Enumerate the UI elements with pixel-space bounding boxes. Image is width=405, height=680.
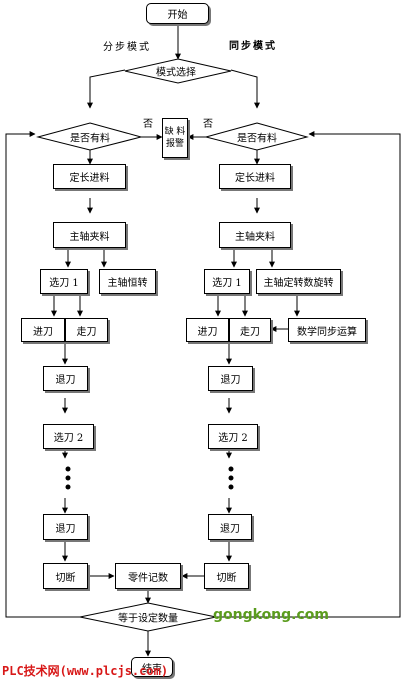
part-count-label: 零件记数 (128, 572, 168, 584)
left-select-tool-2-box: 选刀 2 (43, 424, 94, 449)
right-fixed-feed-label: 定长进料 (235, 173, 275, 184)
right-select-tool-1-label: 选刀 1 (212, 278, 242, 289)
spindle-constant-rotation-box: 主轴恒转 (99, 269, 156, 294)
left-spindle-clamp-box: 主轴夹料 (53, 222, 126, 248)
equals-set-quantity-label: 等于设定数量 (118, 613, 178, 625)
part-count-box: 零件记数 (115, 563, 181, 589)
left-has-material-label: 是否有料 (70, 133, 110, 145)
right-dot-1 (228, 466, 234, 472)
right-fixed-feed-box: 定长进料 (219, 164, 291, 189)
right-retract-2-label: 退刀 (220, 523, 240, 535)
right-spindle-clamp-label: 主轴夹料 (235, 231, 275, 243)
left-fixed-feed-box: 定长进料 (53, 164, 126, 189)
right-move-tool-box: 走刀 (229, 318, 271, 342)
alarm-line-2: 报警 (165, 139, 184, 149)
digital-sync-calc-box: 数学同步运算 (288, 318, 366, 342)
left-select-tool-1-label: 选刀 1 (49, 278, 79, 289)
left-select-tool-2-label: 选刀 2 (53, 433, 84, 444)
spindle-constant-rotation-label: 主轴恒转 (107, 278, 148, 289)
left-cut-off-box: 切断 (43, 563, 88, 589)
right-select-tool-2-label: 选刀 2 (218, 433, 248, 444)
right-retract-1-label: 退刀 (220, 375, 241, 386)
left-retract-1-label: 退刀 (55, 375, 76, 386)
arrow-mode-to-left (87, 69, 126, 109)
start-label: 开始 (167, 10, 188, 21)
left-retract-1-box: 退刀 (43, 366, 88, 391)
right-advance-tool-box: 进刀 (186, 318, 229, 342)
left-fixed-feed-label: 定长进料 (69, 173, 110, 184)
right-cut-off-label: 切断 (216, 572, 237, 584)
end-terminal: 结束 (131, 657, 173, 677)
left-advance-tool-label: 进刀 (33, 326, 53, 338)
right-dot-2 (228, 475, 234, 481)
left-retract-2-box: 退刀 (43, 514, 88, 540)
start-terminal: 开始 (146, 3, 209, 24)
arrow-mode-to-right (230, 69, 260, 109)
alarm-line-1: 缺 料 (164, 127, 186, 137)
right-retract-2-box: 退刀 (208, 514, 252, 540)
left-spindle-clamp-label: 主轴夹料 (69, 231, 110, 243)
right-has-material-diamond (204, 122, 309, 151)
spindle-fixed-rotation-box: 主轴定转数旋转 (256, 269, 341, 294)
loop-left (5, 131, 80, 618)
left-dot-2 (65, 475, 71, 481)
sync-mode-label: 同步模式 (229, 41, 277, 52)
right-no-label: 否 (203, 119, 213, 130)
left-dot-1 (65, 466, 71, 472)
right-advance-tool-label: 进刀 (197, 326, 218, 338)
spindle-fixed-rotation-label: 主轴定转数旋转 (263, 278, 334, 289)
watermark: gongkong.com (213, 607, 329, 623)
left-no-label: 否 (143, 119, 153, 130)
left-cut-off-label: 切断 (55, 572, 76, 584)
mode-select-label: 模式选择 (156, 67, 196, 79)
right-move-tool-label: 走刀 (240, 326, 260, 338)
left-select-tool-1-box: 选刀 1 (40, 269, 88, 294)
left-advance-tool-box: 进刀 (21, 318, 65, 342)
right-spindle-clamp-box: 主轴夹料 (219, 222, 291, 248)
left-retract-2-label: 退刀 (55, 523, 76, 535)
footer-site-label: PLC技术网(www.plcjs.com) (2, 664, 169, 678)
digital-sync-calc-label: 数学同步运算 (297, 326, 357, 338)
left-move-tool-label: 走刀 (76, 326, 97, 338)
right-select-tool-2-box: 选刀 2 (208, 424, 258, 449)
left-dot-3 (65, 484, 71, 490)
loop-right (216, 131, 401, 618)
equals-set-quantity-diamond (79, 602, 217, 632)
left-has-material-diamond (36, 122, 143, 151)
end-label: 结束 (142, 663, 162, 675)
right-select-tool-1-box: 选刀 1 (204, 269, 250, 294)
stepwise-mode-label: 分步模式 (103, 42, 151, 53)
right-cut-off-box: 切断 (204, 563, 249, 589)
right-has-material-label: 是否有料 (237, 133, 277, 145)
right-retract-1-box: 退刀 (208, 366, 253, 391)
out-of-material-alarm-box: 缺 料 报警 (162, 118, 188, 158)
mode-select-diamond (124, 58, 232, 84)
right-dot-3 (228, 484, 234, 490)
left-move-tool-box: 走刀 (65, 318, 108, 342)
